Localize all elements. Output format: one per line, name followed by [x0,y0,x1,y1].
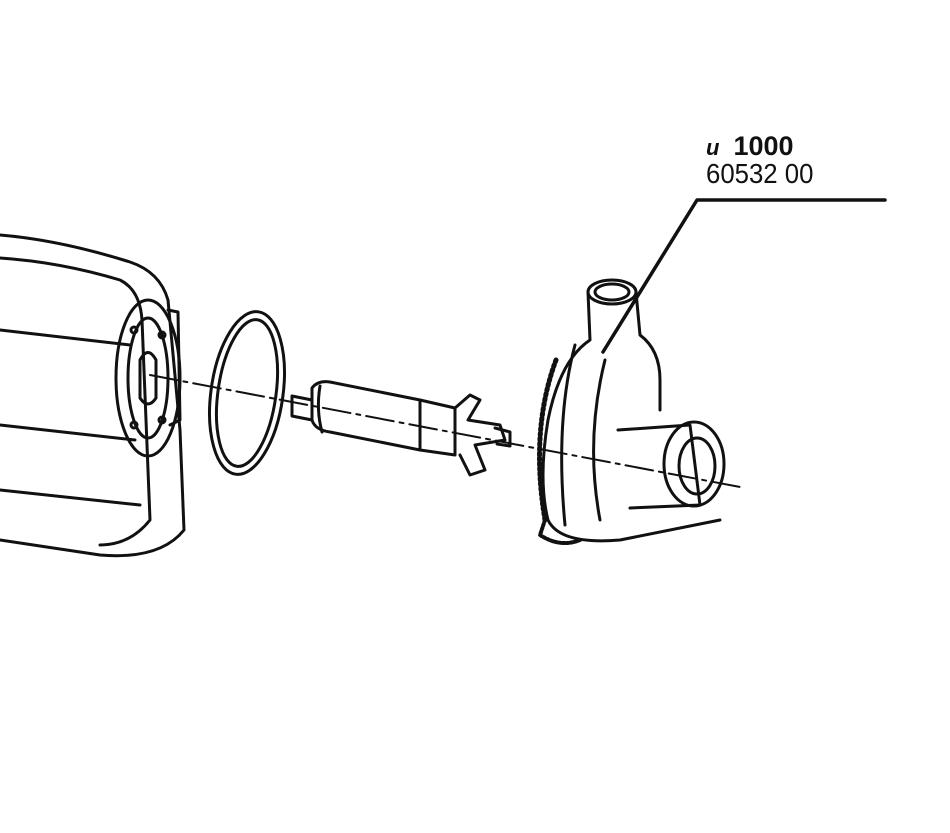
impeller-rotor [290,380,512,477]
model-prefix: u [706,135,720,160]
leader-line [601,198,887,354]
assembly-axis-line [149,374,741,488]
model-number: 1000 [733,131,794,161]
motor-housing [0,233,186,558]
pump-cover [537,278,726,546]
model-label: u 1000 [706,133,794,160]
part-number: 60532 00 [706,158,814,189]
